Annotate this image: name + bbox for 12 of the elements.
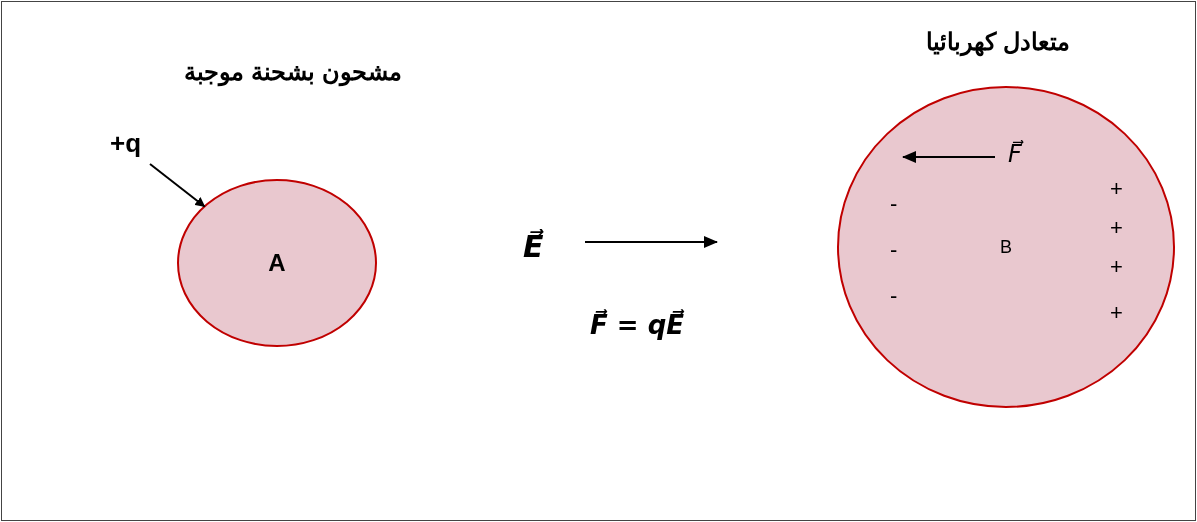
leader-arrow (149, 163, 206, 208)
charge-sign: - (890, 239, 898, 261)
charge-sign: - (890, 193, 898, 215)
charge-sign: + (1110, 256, 1123, 278)
shape-label: A (268, 251, 286, 275)
charge-sign: + (1110, 178, 1123, 200)
charge-sign: - (890, 285, 898, 307)
charge-sign: + (1110, 302, 1123, 324)
charge-sign: + (1110, 217, 1123, 239)
shape-label: B (1000, 238, 1012, 256)
force-symbol: F⃗ (1008, 142, 1022, 166)
charge-label: +q (110, 130, 142, 156)
